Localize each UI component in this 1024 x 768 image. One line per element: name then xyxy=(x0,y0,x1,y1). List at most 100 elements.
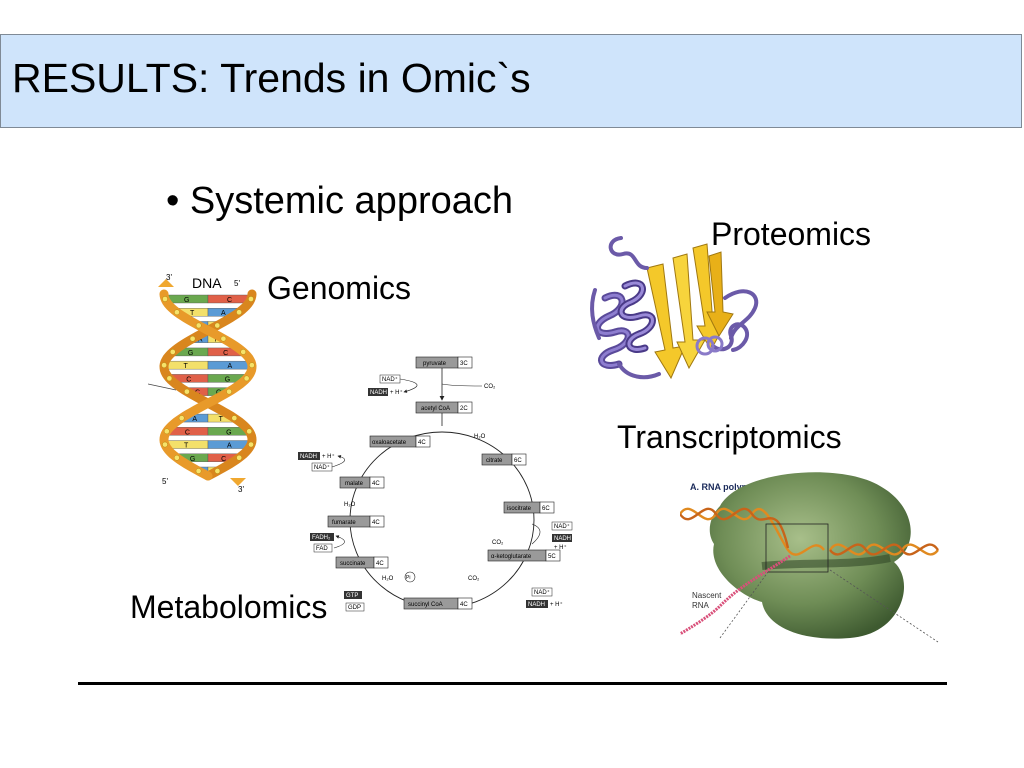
cofactor-label: NADH xyxy=(554,536,571,542)
bullet-systemic-approach: • Systemic approach xyxy=(166,180,514,222)
backbone-bead xyxy=(248,296,254,302)
cofactor-label: NADH xyxy=(300,454,317,460)
base-label: T xyxy=(190,310,195,317)
label-proteomics: Proteomics xyxy=(711,216,872,252)
node-label: pyruvate xyxy=(423,361,447,367)
cofactor-label: CO₂ xyxy=(468,576,480,582)
polymerase-body xyxy=(709,472,911,639)
nascent-rna-strand xyxy=(680,554,791,636)
node-carbon-label: 2C xyxy=(460,406,468,412)
backbone-bead xyxy=(166,375,173,382)
cofactor-label: NAD⁺ xyxy=(314,464,330,471)
base-label: G xyxy=(184,297,189,304)
base-label: A xyxy=(198,337,203,344)
backbone-bead xyxy=(220,335,227,342)
cofactor-label: NADH xyxy=(370,390,387,396)
backbone-bead xyxy=(173,454,180,461)
backbone-bead xyxy=(174,309,180,316)
cofactor-label: CO₂ xyxy=(484,384,496,390)
rna-figure-title: A. RNA polymerase xyxy=(690,482,773,492)
backbone-bead xyxy=(178,415,185,421)
cofactor-label: H₂O xyxy=(474,434,486,440)
base-label: C xyxy=(227,297,232,304)
cofactor-label: GDP xyxy=(348,605,361,611)
node-carbon-label: 6C xyxy=(514,458,522,464)
active-site-box xyxy=(765,523,829,573)
node-label: citrate xyxy=(486,458,503,464)
base-label: G xyxy=(225,376,230,383)
label-transcriptomics: Transcriptomics xyxy=(617,419,842,455)
cofactor-label: GTP xyxy=(346,593,358,599)
slide-title: RESULTS: Trends in Omic`s xyxy=(12,55,531,101)
node-carbon-label: 5C xyxy=(548,554,556,560)
backbone-bead xyxy=(243,375,250,382)
krebs-cycle-figure: pyruvate 3C CO₂ NAD⁺ NADH + H⁺ acetyl Co… xyxy=(298,356,573,612)
cofactor-label: Pi xyxy=(406,575,410,581)
rna-label: RNA xyxy=(692,601,710,610)
dna-bottom-arrow xyxy=(230,478,246,486)
backbone-bead xyxy=(246,428,253,435)
cofactor-label: + H⁺ xyxy=(390,389,403,396)
node-label: succinyl CoA xyxy=(408,602,443,608)
title-bar xyxy=(0,34,1022,128)
node-label: isocitrate xyxy=(507,506,532,512)
base-label: G xyxy=(188,350,193,357)
dna-end-label: 5' xyxy=(234,279,240,288)
node-carbon-label: 4C xyxy=(372,481,380,487)
cofactor-label: NADH xyxy=(528,602,545,608)
backbone-bead xyxy=(231,415,238,421)
alpha-helix xyxy=(594,279,656,369)
cofactor-label: H₂O xyxy=(382,576,394,582)
cofactor-label: FAD xyxy=(316,546,328,552)
node-label: malate xyxy=(345,481,364,487)
backbone-bead xyxy=(248,441,254,448)
backbone-bead xyxy=(169,349,176,355)
dna-top-arrow xyxy=(158,279,174,287)
backbone-bead xyxy=(236,309,242,316)
node-carbon-label: 4C xyxy=(460,602,468,608)
backbone-bead xyxy=(162,441,168,448)
horizontal-rule xyxy=(78,682,947,685)
label-genomics: Genomics xyxy=(267,270,412,306)
base-label: A xyxy=(227,443,232,450)
backbone-bead xyxy=(214,468,221,474)
node-label: acetyl CoA xyxy=(421,406,450,412)
base-label: G xyxy=(226,429,231,436)
beta-sheet xyxy=(646,243,734,380)
base-label: A xyxy=(192,416,197,423)
dna-end-label: 5' xyxy=(162,477,168,486)
base-label: C xyxy=(223,350,228,357)
backbone-bead xyxy=(189,335,196,342)
base-label: C xyxy=(221,456,226,463)
node-carbon-label: 4C xyxy=(372,520,380,526)
node-carbon-label: 6C xyxy=(542,506,550,512)
base-label: T xyxy=(184,363,189,370)
cofactor-label: + H⁺ xyxy=(550,601,563,608)
cofactor-label: + H⁺ xyxy=(554,544,567,551)
backbone-bead xyxy=(162,296,168,302)
backbone-bead xyxy=(240,349,247,355)
backbone-bead xyxy=(214,322,221,329)
base-label: T xyxy=(219,416,224,423)
protein-ribbon-figure: · xyxy=(590,236,759,380)
backbone-bead xyxy=(184,388,190,395)
cofactor-label: FADH₂ xyxy=(312,535,331,541)
base-label: T xyxy=(184,443,189,450)
node-label: succinate xyxy=(340,561,366,567)
base-label: C xyxy=(186,376,191,383)
label-metabolomics: Metabolomics xyxy=(130,589,328,625)
base-label: A xyxy=(221,310,226,317)
rna-polymerase-figure: A. RNA polymerase Nascent RNA xyxy=(680,472,939,643)
cofactor-label: H₂O xyxy=(344,502,356,508)
cofactor-label: + H⁺ xyxy=(322,453,335,460)
cofactor-label: NAD⁺ xyxy=(534,589,550,596)
protein-loop xyxy=(590,236,759,380)
backbone-bead xyxy=(163,428,170,435)
backbone-bead xyxy=(195,468,202,474)
base-label: A xyxy=(227,363,232,370)
base-label: G xyxy=(190,456,195,463)
backbone-bead xyxy=(226,388,232,395)
dna-end-label: 3' xyxy=(238,485,244,494)
node-carbon-label: 3C xyxy=(460,361,468,367)
dna-end-label: 3' xyxy=(166,273,172,282)
